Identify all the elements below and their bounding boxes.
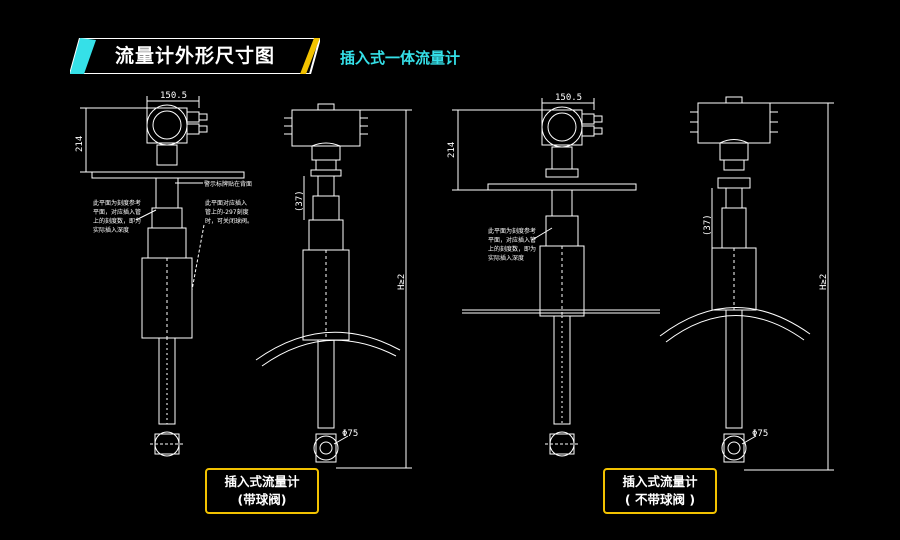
caption-no-valve-line2: ( 不带球阀 ) [624, 492, 696, 507]
dim-side-label: (37) [295, 190, 305, 212]
dim-height-right [452, 109, 542, 191]
dim-total-label-right: H≥2 [819, 274, 829, 290]
front-view-with-valve [91, 104, 245, 457]
dim-height-label-right: 214 [447, 142, 457, 158]
note-plane-3: 上的刻度数，即为 [93, 217, 141, 225]
note-tag: 警示标牌贴在背面 [204, 180, 252, 188]
side-view-with-valve [255, 103, 401, 463]
front-view-no-valve [462, 106, 660, 457]
note-pipe-2: 管上的-297刻度 [205, 208, 249, 216]
page-title: 流量计外形尺寸图 [114, 45, 275, 67]
dim-total-left [336, 109, 412, 469]
note-plane-4: 实际插入深度 [93, 226, 129, 234]
note-pipe-3: 时，可关闭球阀。 [205, 217, 253, 225]
dim-total-label: H≥2 [397, 274, 407, 290]
note-plane-right-3: 上的刻度数，即为 [488, 245, 536, 253]
caption-no-valve-line1: 插入式流量计 [622, 474, 698, 489]
note-plane-1: 此平面为刻度参考 [93, 199, 141, 207]
dim-width-right [541, 98, 595, 110]
caption-no-valve: 插入式流量计 ( 不带球阀 ) [603, 468, 717, 514]
dim-width-label-right: 150.5 [555, 93, 582, 103]
title-banner: 流量计外形尺寸图 [68, 37, 322, 75]
note-plane-2: 平面，对应插入管 [93, 208, 141, 216]
dim-width-label: 150.5 [160, 91, 187, 101]
dim-total-right [744, 102, 834, 471]
note-plane-right-1: 此平面为刻度参考 [488, 227, 536, 235]
dim-height-left [80, 107, 147, 173]
caption-with-valve-line2: (带球阀) [237, 492, 287, 507]
dim-side-label-right: (37) [703, 214, 713, 236]
caption-with-valve-line1: 插入式流量计 [224, 474, 300, 489]
note-pipe-1: 此平面对应插入 [205, 199, 247, 207]
note-plane-right-2: 平面，对应插入管 [488, 236, 536, 244]
dim-height-label: 214 [75, 136, 85, 152]
dim-width-left [146, 96, 200, 108]
side-view-no-valve [659, 96, 811, 463]
note-plane-right-4: 实际插入深度 [488, 254, 524, 262]
dim-ball-label: Φ75 [342, 429, 358, 439]
caption-with-valve: 插入式流量计 (带球阀) [205, 468, 319, 514]
dim-ball-label-right: Φ75 [752, 429, 768, 439]
page-subtitle: 插入式一体流量计 [340, 49, 461, 67]
